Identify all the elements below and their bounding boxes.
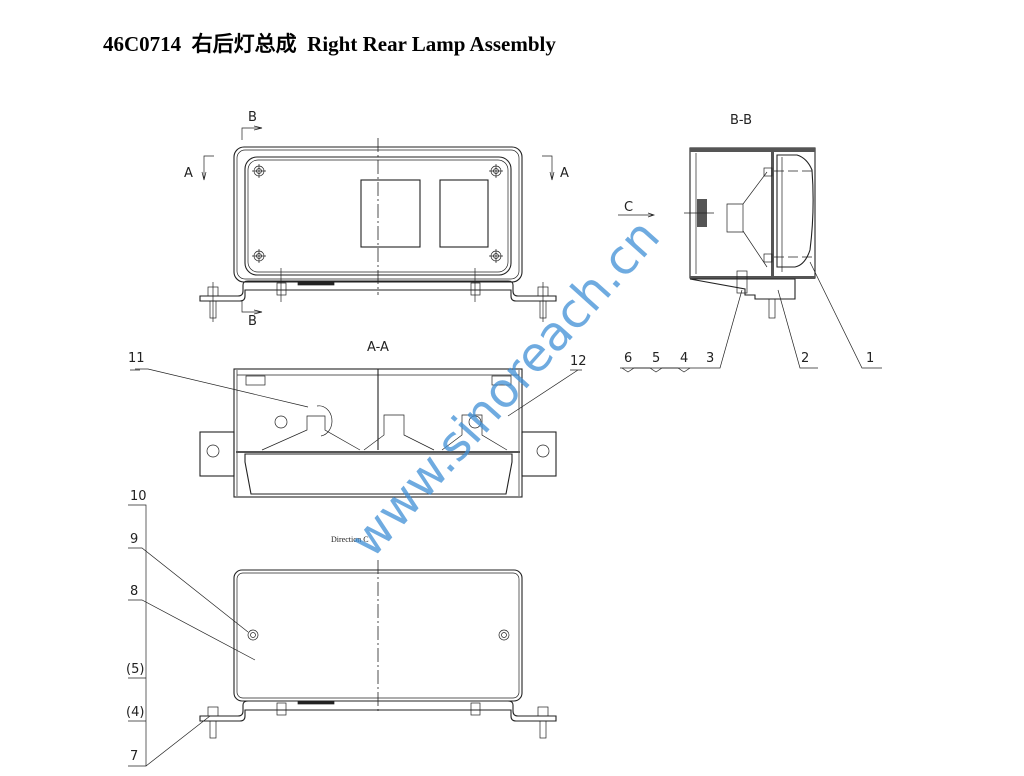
screw-icons [252,164,503,263]
part-label-4: 4 [680,351,688,366]
part-label-7: 7 [130,749,138,764]
part-label-2: 2 [801,351,809,366]
direction-c-view: 10 9 8 (5) (4) 7 [126,489,557,767]
part-label-5: 5 [652,351,660,366]
section-aa-label: A-A [367,340,389,355]
drawing-title: 46C0714 右后灯总成 Right Rear Lamp Assembly [103,32,556,56]
part-label-12: 12 [570,354,587,369]
part-label-9: 9 [130,532,138,547]
section-aa-view: A-A 11 12 Direction C [128,340,587,544]
section-b-label-top: B [248,110,257,125]
part-label-3: 3 [706,351,714,366]
section-a-label-right: A [560,166,569,181]
part-label-5-ref: (5) [126,662,144,677]
part-label-1: 1 [866,351,874,366]
section-b-label-bottom: B [248,314,257,329]
part-label-11: 11 [128,351,145,366]
direction-c-label: Direction C [331,535,369,544]
front-view: B B A A [184,110,569,329]
part-label-10: 10 [130,489,147,504]
part-label-8: 8 [130,584,138,599]
watermark: www.sinoreach.cn [339,209,671,568]
part-label-4-ref: (4) [126,705,144,720]
section-bb-view: B-B C 6 5 4 3 2 1 [618,113,882,373]
view-c-arrow-label: C [624,200,633,215]
part-label-6: 6 [624,351,632,366]
section-bb-label: B-B [730,113,752,128]
section-a-label-left: A [184,166,193,181]
